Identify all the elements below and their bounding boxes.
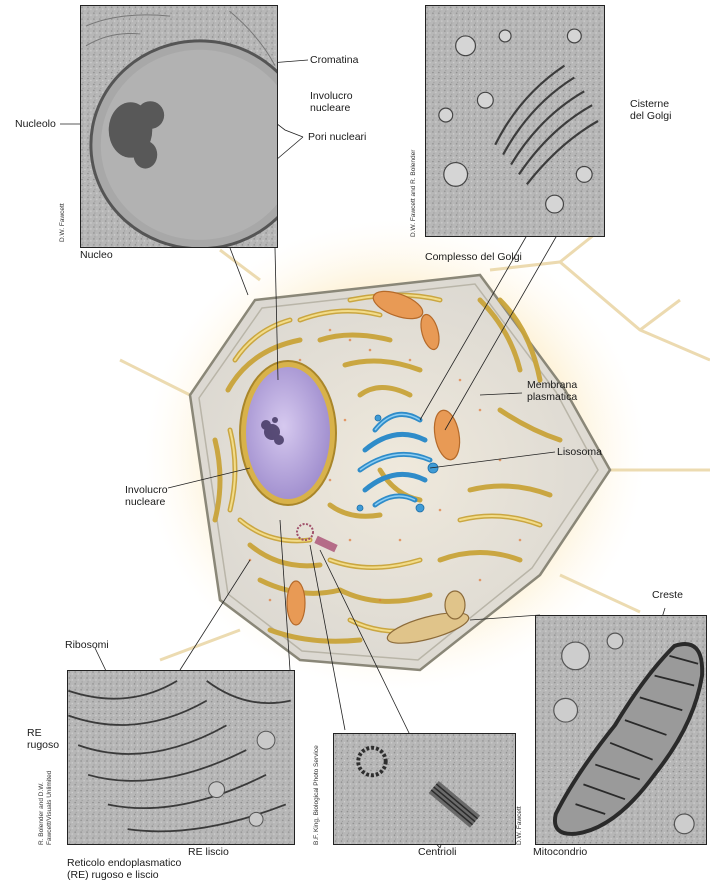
label-nucleo: Nucleo bbox=[80, 249, 113, 261]
label-cisterne-golgi: Cisterne del Golgi bbox=[630, 98, 671, 122]
nucleus-micrograph bbox=[80, 5, 278, 248]
label-membrana-plasmatica: Membrana plasmatica bbox=[527, 379, 577, 403]
credit-golgi: D.W. Fawcett and R. Bolender bbox=[410, 150, 418, 237]
label-complesso-golgi: Complesso del Golgi bbox=[425, 251, 522, 263]
label-re-rugoso: RE rugoso bbox=[27, 727, 59, 751]
label-pori-nucleari: Pori nucleari bbox=[308, 131, 366, 143]
label-cromatina: Cromatina bbox=[310, 54, 358, 66]
label-mitocondrio: Mitocondrio bbox=[533, 846, 587, 858]
label-nucleolo: Nucleolo bbox=[15, 118, 56, 130]
nucleus bbox=[246, 367, 330, 499]
credit-nucleo: D.W. Fawcett bbox=[59, 203, 67, 242]
label-creste: Creste bbox=[652, 589, 683, 601]
label-re-liscio: RE liscio bbox=[188, 846, 229, 858]
label-ribosomi: Ribosomi bbox=[65, 639, 109, 651]
label-involucro-nucleare-mid: Involucro nucleare bbox=[125, 484, 168, 508]
label-involucro-nucleare-top: Involucro nucleare bbox=[310, 90, 353, 114]
credit-centrioli: B.F. King, Biological Photo Service bbox=[313, 745, 321, 845]
credit-mito: D.W. Fawcett bbox=[516, 806, 524, 845]
centrioles-micrograph bbox=[333, 733, 516, 845]
golgi-micrograph bbox=[425, 5, 605, 237]
er-micrograph bbox=[67, 670, 295, 845]
label-reticolo-endoplasmatico: Reticolo endoplasmatico (RE) rugoso e li… bbox=[67, 857, 181, 881]
label-lisosoma: Lisosoma bbox=[557, 446, 602, 458]
label-centrioli: Centrioli bbox=[418, 846, 457, 858]
credit-re: R. Bolender and D.W. Fawcett/Visuals Unl… bbox=[38, 771, 54, 845]
mitochondrion-micrograph bbox=[535, 615, 707, 845]
